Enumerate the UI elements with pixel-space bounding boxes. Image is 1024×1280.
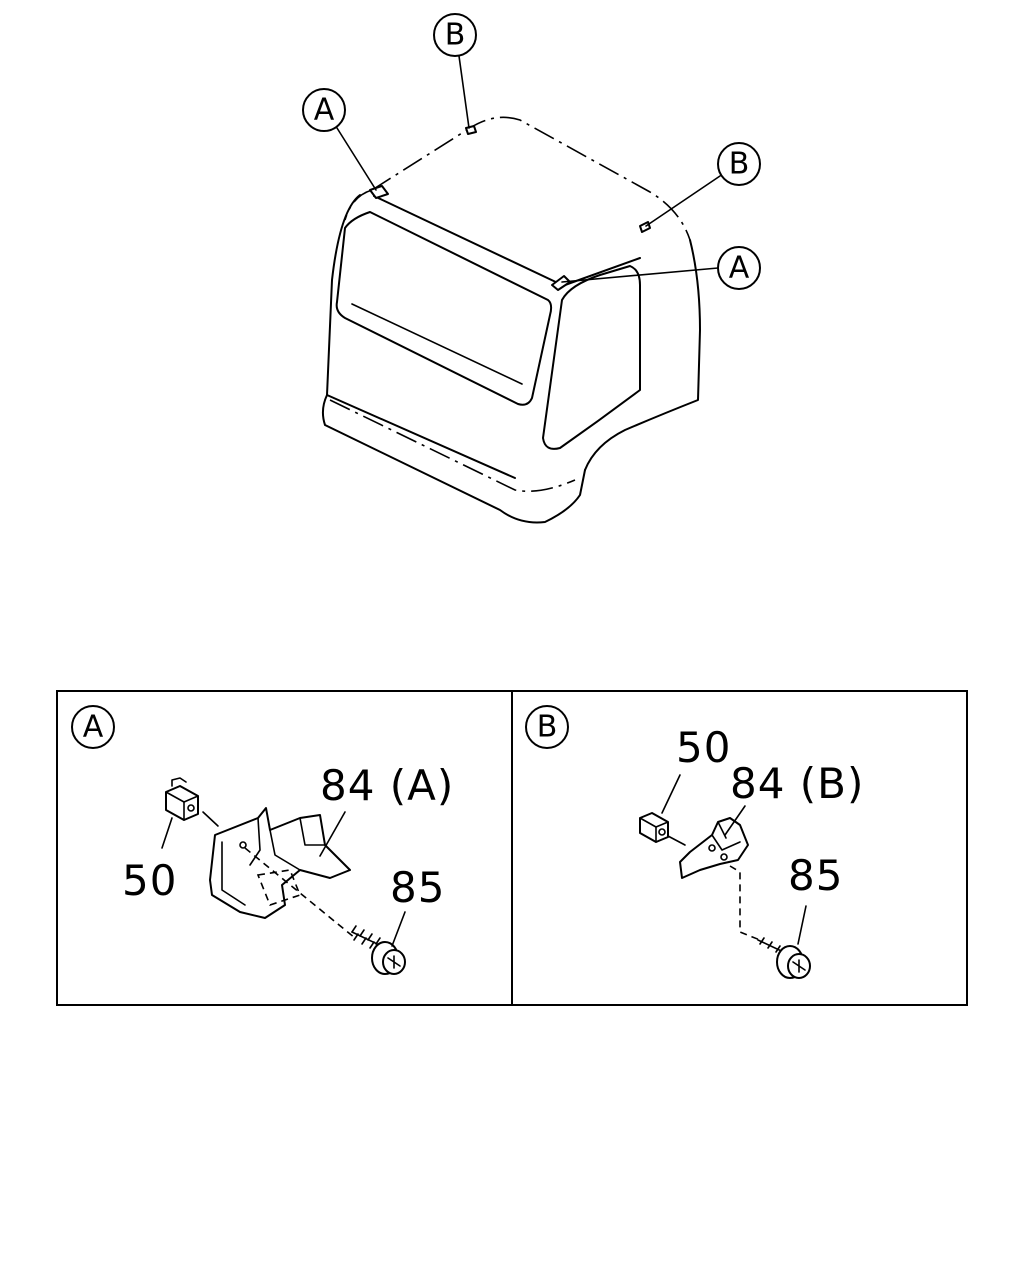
svg-text:B: B [445,18,466,53]
panel-b-marker: B [525,705,569,749]
screw-85b [757,937,811,979]
part-label-84b: 84 (B) [730,759,864,808]
callout-left-a: A [302,88,346,132]
svg-text:B: B [729,147,750,182]
vehicle-rear-illustration [321,55,721,524]
svg-text:B: B [537,710,558,745]
panel-a-marker: A [71,705,115,749]
screw-85a [351,925,406,975]
callout-right-a: A [717,246,761,290]
part-label-85-b: 85 [788,851,843,900]
clip-nut-a [165,777,199,821]
part-label-84a: 84 (A) [320,761,454,810]
svg-text:A: A [314,93,335,128]
svg-text:A: A [729,251,750,286]
part-label-50-a: 50 [122,856,177,905]
detail-frame [56,690,968,1006]
callout-top-b: B [433,13,477,57]
callout-right-b: B [717,142,761,186]
detail-panel-b: B 50 84 (B) [525,705,864,979]
svg-text:A: A [83,710,104,745]
clip-nut-b [639,812,669,843]
part-label-50-b: 50 [676,723,731,772]
bracket-84b [679,817,749,879]
part-label-85-a: 85 [390,863,445,912]
detail-panel-a: A [71,705,454,975]
bracket-84a [209,807,356,939]
